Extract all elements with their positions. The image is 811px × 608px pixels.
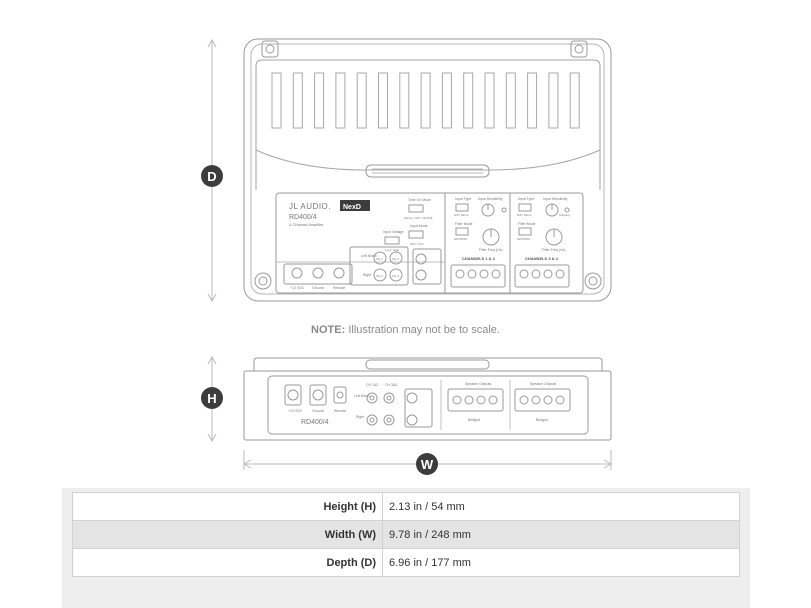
channels-34-label: CHANNELS 3 & 4 [525, 256, 559, 261]
filter-mode-label-34: Filter Mode [518, 222, 536, 226]
front-right-label: Right [356, 415, 364, 419]
tone-mode-label: Tone On Mode [408, 198, 431, 202]
height-badge-label: H [207, 391, 216, 406]
input-type-label-34: Input Type [518, 197, 534, 201]
width-badge-label: W [421, 457, 434, 472]
input-mode-value: 4Ch / 2Ch [410, 242, 424, 246]
heatsink-fin [271, 72, 282, 129]
front-speaker-outputs-34: Speaker Outputs [530, 382, 557, 386]
heatsink-fin [441, 72, 452, 129]
dimension-specs-panel: Height (H) 2.13 in / 54 mm Width (W) 9.7… [62, 488, 750, 608]
heatsink-fin [335, 72, 346, 129]
scale-note: NOTE: Illustration may not be to scale. [0, 324, 811, 336]
panel-labels: JL AUDIO. NexD RD400/4 4 Channel Amplifi… [289, 197, 570, 290]
front-bridged-34: Bridged [536, 418, 548, 422]
ch2-label: CH 2 [376, 274, 383, 278]
input-sensitivity-label-12: Input Sensitivity [478, 197, 503, 201]
ch4-label: CH 4 [392, 274, 399, 278]
input-type-value-34: Diff / Mono [517, 213, 532, 217]
heatsink-fin [292, 72, 303, 129]
filter-freq-label-12: Filter Freq (Hz) [479, 248, 503, 252]
input-mode-label: Input Mode [410, 224, 428, 228]
front-remote-label: Remote [334, 409, 346, 413]
input-sensitivity-label-34: Input Sensitivity [543, 197, 568, 201]
input-type-value-12: Diff / Mono [454, 213, 469, 217]
note-label: NOTE: [311, 324, 346, 336]
front-panel-labels: +12 VDC Ground Remote RD400/4 CH 1&2 CH … [288, 382, 557, 426]
spec-label: Width (W) [72, 520, 383, 549]
front-ch34-label: CH 3&4 [385, 383, 397, 387]
tone-mode-value: Sense / Off/ | 12V/Off [404, 216, 433, 220]
spec-value: 6.96 in / 177 mm [382, 548, 740, 577]
heatsink-fin [505, 72, 516, 129]
front-bridged-12: Bridged [468, 418, 480, 422]
heatsink-fin [399, 72, 410, 129]
depth-badge-label: D [207, 169, 216, 184]
front-view [243, 357, 612, 441]
heatsink-fin [548, 72, 559, 129]
subtitle-label: 4 Channel Amplifier [289, 222, 324, 227]
ground-label: Ground [312, 286, 324, 290]
heatsink-fin [356, 72, 367, 129]
front-remote-12v-label: +12 VDC [288, 409, 303, 413]
heatsink-fin [314, 72, 325, 129]
filter-mode-value-12: HP/Off/LP [454, 237, 467, 241]
front-model-label: RD400/4 [301, 419, 329, 426]
clipping-label-34: Clipping [559, 213, 570, 217]
right-label: Right [363, 273, 371, 277]
table-row: Depth (D) 6.96 in / 177 mm [72, 548, 740, 577]
depth-badge: D [201, 165, 223, 187]
note-text: Illustration may not be to scale. [348, 324, 500, 336]
brand-label: JL AUDIO. [289, 202, 331, 211]
remote-12v-label: +12 VDC [290, 286, 305, 290]
filter-mode-label-12: Filter Mode [455, 222, 473, 226]
heatsink-fin [378, 72, 388, 129]
nexd-badge: NexD [343, 204, 361, 211]
front-speaker-outputs-12: Speaker Outputs [465, 382, 492, 386]
front-left-mono-label: Left Mono [354, 394, 370, 398]
table-row: Height (H) 2.13 in / 54 mm [72, 492, 740, 521]
spec-label: Height (H) [72, 492, 383, 521]
front-ch12-label: CH 1&2 [366, 383, 378, 387]
top-view [243, 38, 612, 302]
front-ground-label: Ground [312, 409, 324, 413]
ch1-label: CH 1 [376, 257, 383, 261]
spec-value: 2.13 in / 54 mm [382, 492, 740, 521]
channels-12-label: CHANNELS 1 & 2 [462, 256, 496, 261]
ch3-label: CH 3 [392, 257, 399, 261]
heatsink-fin [569, 72, 580, 129]
heatsink-fin [527, 72, 538, 129]
left-mono-label: Left Mono [361, 254, 377, 258]
filter-freq-label-34: Filter Freq (Hz) [542, 248, 566, 252]
input-voltage-value: Low / High [385, 248, 400, 252]
heatsink-fin [463, 72, 474, 129]
heatsink-fin [484, 72, 495, 129]
remote-label: Remote [333, 286, 345, 290]
spec-label: Depth (D) [72, 548, 383, 577]
dimension-specs-table: Height (H) 2.13 in / 54 mm Width (W) 9.7… [72, 492, 740, 577]
model-label: RD400/4 [289, 214, 317, 221]
height-badge: H [201, 387, 223, 409]
input-type-label-12: Input Type [455, 197, 471, 201]
heatsink-edge [255, 149, 601, 171]
input-voltage-label: Input Voltage [383, 230, 403, 234]
filter-mode-value-34: HP/Off/LP [517, 237, 530, 241]
spec-value: 9.78 in / 248 mm [382, 520, 740, 549]
table-row: Width (W) 9.78 in / 248 mm [72, 520, 740, 549]
width-badge: W [416, 453, 438, 475]
heatsink-fin [420, 72, 431, 129]
